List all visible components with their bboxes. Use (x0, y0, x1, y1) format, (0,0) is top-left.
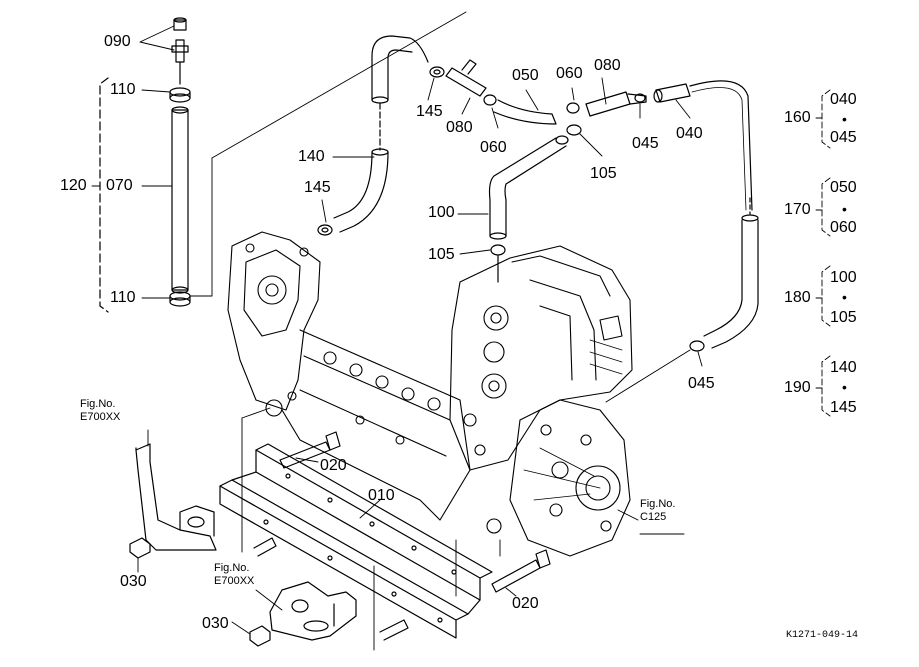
fig-ref-right-line1: Fig.No. (640, 498, 676, 510)
part-label-105-left: 105 (428, 246, 455, 263)
group-170-part-b: 060 (830, 219, 857, 236)
part-label-050: 050 (512, 67, 539, 84)
group-180-id: 180 (784, 289, 811, 306)
part-label-090: 090 (104, 33, 131, 50)
pipe-chain-drawing (445, 59, 753, 211)
hose-100-drawing (488, 124, 582, 271)
fig-ref-bottom-line2: E700XX (214, 574, 255, 587)
hose-140-drawing (333, 35, 429, 233)
fig-ref-right: Fig.No. C125 (640, 498, 675, 523)
group-160-part-b: 045 (830, 129, 857, 146)
fig-ref-left-top: Fig.No. E700XX (80, 398, 120, 423)
group-190-part-a: 140 (830, 359, 857, 376)
part-label-145-left: 145 (304, 179, 331, 196)
group-170-id: 170 (784, 201, 811, 218)
group-180-part-b: 105 (830, 309, 857, 326)
left-bracket-drawing (135, 443, 217, 551)
part-label-110-top: 110 (110, 81, 136, 98)
part-label-080-a: 080 (446, 119, 473, 136)
part-label-145-top: 145 (416, 103, 443, 120)
beam-010-drawing (219, 443, 493, 651)
group-190-dot: • (842, 379, 847, 395)
part-label-110-bottom: 110 (110, 289, 136, 306)
part-label-060-bottom: 060 (480, 139, 507, 156)
part-label-030-left: 030 (120, 573, 147, 590)
group-190-part-b: 145 (830, 399, 857, 416)
group-190-id: 190 (784, 379, 811, 396)
part-label-140: 140 (298, 148, 325, 165)
group-180-dot: • (842, 289, 847, 305)
part-label-045-top: 045 (632, 135, 659, 152)
group-180-part-a: 100 (830, 269, 857, 286)
transmission-case-drawing (227, 231, 633, 557)
bottom-bracket-drawing (269, 581, 357, 641)
part-label-020-bottom: 020 (512, 595, 539, 612)
leader-lines (91, 25, 703, 635)
part-label-120: 120 (60, 177, 87, 194)
part-label-030-bottom: 030 (202, 615, 229, 632)
fig-ref-bottom: Fig.No. E700XX (214, 562, 254, 587)
tube-070-drawing (169, 17, 191, 307)
part-label-045-right: 045 (688, 375, 715, 392)
fig-ref-bottom-line1: Fig.No. (214, 562, 250, 574)
part-label-105-right: 105 (590, 165, 617, 182)
part-label-100: 100 (428, 204, 455, 221)
group-170-dot: • (842, 201, 847, 217)
group-170-part-a: 050 (830, 179, 857, 196)
part-label-010: 010 (368, 487, 395, 504)
drawing-code: K1271-049-14 (786, 630, 859, 641)
part-label-070: 070 (106, 177, 133, 194)
part-label-080-b: 080 (594, 57, 621, 74)
part-label-040: 040 (676, 125, 703, 142)
group-160-id: 160 (784, 109, 811, 126)
part-label-020-top: 020 (320, 457, 347, 474)
bolts-020-drawing (279, 431, 551, 593)
group-brackets (821, 89, 831, 417)
group-160-part-a: 040 (830, 91, 857, 108)
fig-ref-left-top-line2: E700XX (80, 410, 121, 423)
hose-040-lower-drawing (689, 197, 759, 352)
fig-ref-left-top-line1: Fig.No. (80, 398, 116, 410)
part-label-060-top: 060 (556, 65, 583, 82)
fig-ref-right-line2: C125 (640, 510, 667, 523)
group-160-dot: • (842, 111, 847, 127)
